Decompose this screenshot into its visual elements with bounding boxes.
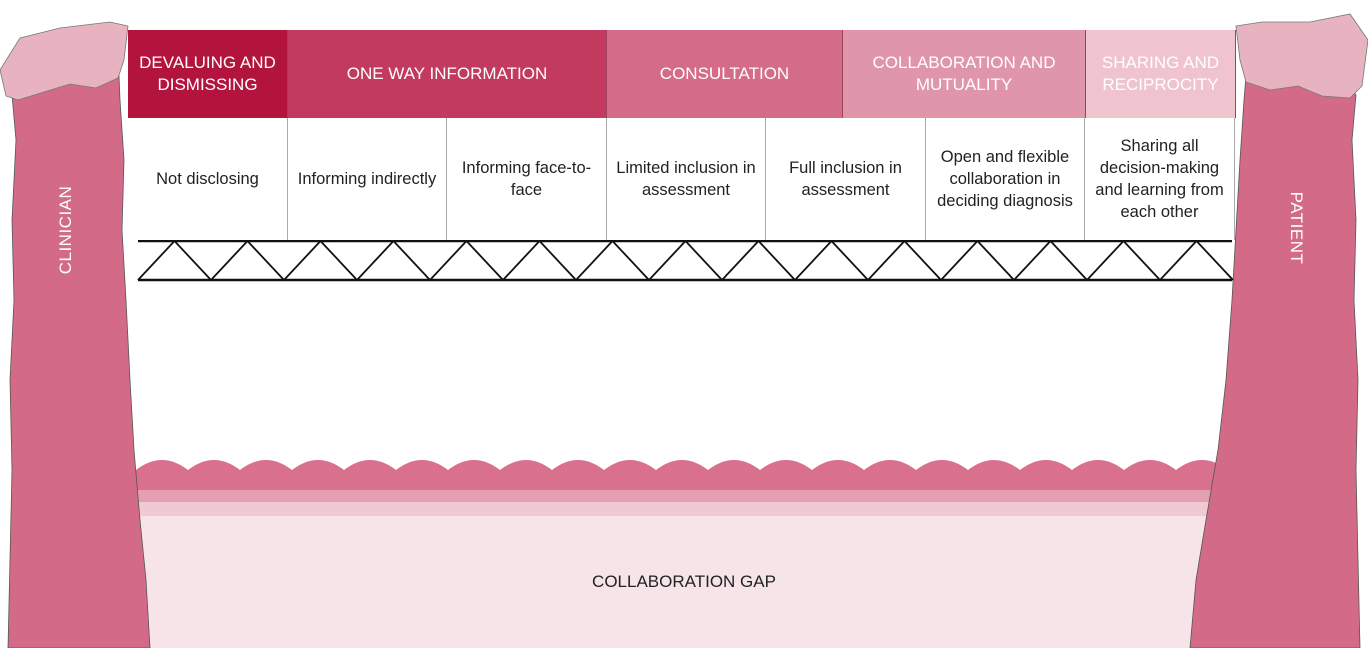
bridge-truss (137, 239, 1234, 282)
step-cell: Not disclosing (128, 118, 288, 240)
step-cell: Limited inclusion in assessment (607, 118, 766, 240)
collaboration-gap-label: COLLABORATION GAP (592, 572, 776, 591)
level-band-consultation-label: CONSULTATION (659, 64, 790, 83)
truss-diagonal (1195, 240, 1234, 281)
truss-diagonal (319, 240, 358, 281)
truss-diagonal (137, 240, 176, 281)
level-band-sharing: SHARING AND RECIPROCITY (1086, 30, 1236, 118)
level-band-sharing-label: SHARING AND RECIPROCITY (1101, 53, 1220, 94)
truss-diagonal (502, 240, 541, 281)
wave-layer (136, 460, 1280, 490)
truss-diagonal (210, 240, 249, 281)
truss-diagonal (465, 240, 504, 281)
left-pillar (7, 51, 151, 648)
level-band-one-way-label: ONE WAY INFORMATION (346, 64, 548, 83)
truss-diagonal (1013, 240, 1052, 281)
step-cell: Informing face-to-face (447, 118, 607, 240)
truss-diagonal (575, 240, 614, 281)
truss-diagonal (903, 240, 942, 281)
clinician-label: CLINICIAN (56, 185, 75, 275)
truss-diagonal (1122, 240, 1161, 281)
level-band-one-way: ONE WAY INFORMATION (288, 30, 607, 118)
step-label: Open and flexible collaboration in decid… (937, 148, 1073, 210)
truss-diagonal (1086, 240, 1125, 281)
step-cell: Sharing all decision-making and learning… (1085, 118, 1235, 240)
truss-diagonal (392, 240, 431, 281)
truss-diagonal (867, 240, 906, 281)
truss-diagonal (830, 240, 869, 281)
waves (136, 460, 1280, 516)
level-band-collaboration: COLLABORATION AND MUTUALITY (843, 30, 1086, 118)
right-pillar-top (1235, 13, 1368, 99)
truss-diagonal (1159, 240, 1198, 281)
truss-diagonal (940, 240, 979, 281)
level-band-devaluing: DEVALUING AND DISMISSING (128, 30, 288, 118)
step-cell: Open and flexible collaboration in decid… (926, 118, 1085, 240)
level-band-devaluing-label: DEVALUING AND DISMISSING (139, 53, 276, 94)
right-pillar (1189, 51, 1361, 648)
truss-diagonal (356, 240, 395, 281)
truss-diagonal (611, 240, 650, 281)
truss-diagonal (794, 240, 833, 281)
truss-diagonal (684, 240, 723, 281)
step-cell: Informing indirectly (288, 118, 447, 240)
truss-diagonal (429, 240, 468, 281)
step-label: Informing indirectly (297, 170, 437, 188)
level-band-collaboration-label: COLLABORATION AND MUTUALITY (872, 53, 1056, 94)
truss-diagonal (283, 240, 322, 281)
step-label: Limited inclusion in assessment (616, 159, 756, 199)
step-label: Sharing all decision-making and learning… (1095, 137, 1224, 221)
truss-diagonal (173, 240, 212, 281)
truss-diagonal (648, 240, 687, 281)
truss-diagonal (246, 240, 285, 281)
step-label: Informing face-to-face (461, 159, 592, 199)
truss-diagonal (538, 240, 577, 281)
step-label: Not disclosing (156, 170, 259, 188)
step-cell: Full inclusion in assessment (766, 118, 926, 240)
truss-diagonal (976, 240, 1015, 281)
left-pillar-top (0, 21, 129, 101)
truss-diagonal (721, 240, 760, 281)
truss-diagonal (757, 240, 796, 281)
level-band-consultation: CONSULTATION (607, 30, 843, 118)
patient-label: PATIENT (1287, 191, 1306, 265)
truss-diagonal (1049, 240, 1088, 281)
step-label: Full inclusion in assessment (789, 159, 902, 199)
